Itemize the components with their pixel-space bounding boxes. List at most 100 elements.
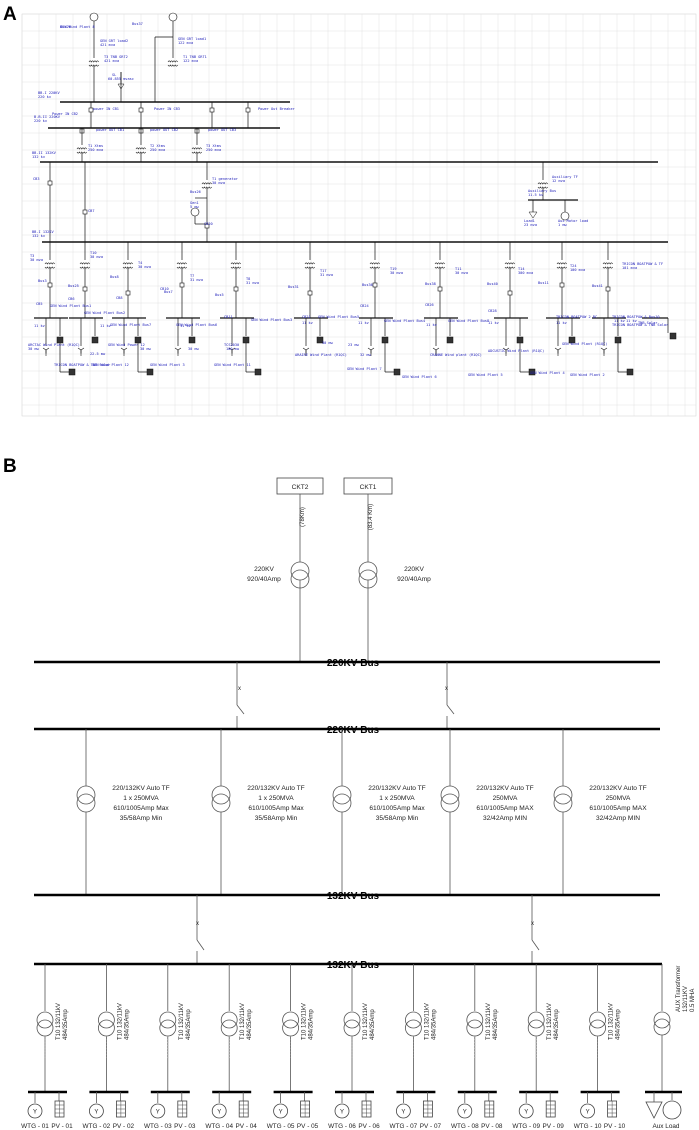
panel-a-label: 30 mva: [455, 271, 468, 275]
breaker-symbol: [437, 286, 443, 292]
panel-a-label: CB8: [116, 296, 123, 300]
pv-panel-icon: [188, 336, 196, 344]
panel-a-label: 122 mva: [183, 59, 198, 63]
breaker-symbol: [47, 282, 53, 288]
aux-load-1-icon: [528, 211, 538, 219]
wtg-icon-glyph: Y: [401, 1110, 405, 1116]
wtg-label: WTG - 04: [205, 1123, 233, 1130]
wtg-icon: [211, 1103, 227, 1119]
wind-turbine-icon: [77, 347, 85, 356]
breaker-symbol: [507, 290, 513, 296]
panel-a-label: CB26: [425, 303, 434, 307]
pv-panel-icon: [91, 336, 99, 344]
wtg-icon: [518, 1103, 534, 1119]
feeder-transformer-rating: T10 132/11kV: [302, 1003, 308, 1040]
panel-a-label: power OUT CB1: [96, 128, 124, 132]
wtg-icon-glyph: Y: [217, 1110, 221, 1116]
pv-panel-icon: [528, 368, 536, 376]
panel-a-label: GEN Wind Plant (R1QC): [562, 342, 607, 346]
auto-transformer-label: 610/1005Amp MAX: [476, 805, 534, 812]
transformer-symbol: [504, 262, 515, 269]
breaker-symbol: [245, 107, 251, 113]
panel-a-label: GEN Wind Plant Bus1: [50, 304, 91, 308]
panel-a-label: Power IN CB2: [52, 112, 78, 116]
panel-a-label: Bus3: [38, 279, 47, 283]
panel-a-label: GEN Wind Plant Bus7: [110, 323, 151, 327]
pv-array-icon: [607, 1100, 617, 1118]
pv-panel-icon: [669, 332, 677, 340]
ckt1-label: CKT1: [360, 484, 377, 491]
panel-a-label: 11.5 kv: [528, 193, 543, 197]
panel-a-label: 30 mw: [140, 347, 152, 351]
panel-a-label: 100 mva: [570, 268, 585, 272]
panel-a-label: CB20: [204, 222, 213, 226]
auto-transformer-label: 35/58Amp Min: [255, 815, 298, 822]
feeder-transformer-current: 484/35Amp: [370, 1009, 376, 1040]
panel-a-label: 31 mva: [190, 278, 203, 282]
feeder-transformer-rating: T10 132/11kV: [117, 1003, 123, 1040]
wind-turbine-icon: [600, 347, 608, 356]
panel-a-label: 30 mw: [322, 341, 334, 345]
bus-132kv-upper-label: 132KV Bus: [327, 891, 380, 902]
transformer-symbol: [230, 262, 241, 269]
panel-a-label: SL: [112, 73, 116, 77]
panel-a-label: Bus31: [288, 285, 299, 289]
transformer-symbol: [434, 262, 445, 269]
breaker-symbol: [605, 286, 611, 292]
auto-transformer-label: 1 x 250MVA: [379, 795, 415, 802]
wtg-icon-glyph: Y: [340, 1110, 344, 1116]
panel-a-label: GEN Wind Plant 8: [60, 25, 95, 29]
auto-transformer-label: 250MVA: [493, 795, 518, 802]
auto-transformer-label: 220/132KV Auto TF: [112, 785, 169, 792]
panel-a-label: Bus5: [215, 293, 224, 297]
panel-label-b: B: [3, 456, 17, 477]
panel-a-label: GEN Wind Plant 4: [530, 371, 565, 375]
feeder-transformer-rating: T10 132/11kV: [363, 1003, 369, 1040]
svg-text:x: x: [238, 686, 241, 692]
panel-a-label: Bus25: [68, 284, 79, 288]
bus-132kv-lower-label: 132KV Bus: [327, 960, 380, 971]
panel-a-grid-frame: [21, 13, 697, 417]
auto-transformer-coil: [553, 785, 573, 805]
wtg-icon: [150, 1103, 166, 1119]
panel-a-label: Auxiliary TF: [552, 175, 578, 179]
coupler-220-left: x: [236, 662, 245, 729]
panel-a-label: GEN Wind Plant 12: [92, 363, 129, 367]
transformer-symbol: [44, 262, 55, 269]
pv-panel-icon: [393, 368, 401, 376]
panel-a-label: GEN Wind Plant Bus6: [176, 323, 217, 327]
wtg-icon: [27, 1103, 43, 1119]
transformer-symbol: [556, 262, 567, 269]
panel-a-label: power OUT CB3: [208, 128, 236, 132]
panel-a-label: GEN Wind Plant 3: [150, 363, 185, 367]
pv-panel-icon: [68, 368, 76, 376]
pv-panel-icon: [614, 336, 622, 344]
panel-a-label: GEN Wind Plant Bus2: [84, 311, 125, 315]
auto-transformer-label: 250MVA: [606, 795, 631, 802]
panel-a-label: 23 mva: [524, 223, 537, 227]
wind-turbine-icon: [554, 347, 562, 356]
wind-turbine-icon: [228, 347, 236, 356]
panel-a-label: Bus37: [132, 22, 143, 26]
feeder-transformer-current: 484/35Amp: [309, 1009, 315, 1040]
panel-a-label: CB10: [160, 287, 169, 291]
wtg-label: WTG - 05: [267, 1123, 295, 1130]
panel-a-label: 101 mva: [622, 266, 637, 270]
pv-array-icon: [422, 1100, 433, 1118]
panel-a-label: 11 kv: [100, 324, 111, 328]
panel-a-label: 11 kv: [626, 319, 637, 323]
panel-a-label: 220 kv: [34, 119, 47, 123]
panel-a-label: ARAIRE Wind Plant (R1QC): [295, 353, 347, 357]
panel-a-label: T2 Xtms: [150, 144, 165, 148]
transformer-symbol: [79, 262, 90, 269]
panel-a-label: 23 mw: [348, 343, 360, 347]
pv-array-icon: [54, 1100, 65, 1118]
panel-a-label: 5 mw: [190, 205, 199, 209]
auto-transformer-label: 1 x 250MVA: [123, 795, 159, 802]
feeder-transformer-current: 484/35Amp: [63, 1009, 69, 1040]
